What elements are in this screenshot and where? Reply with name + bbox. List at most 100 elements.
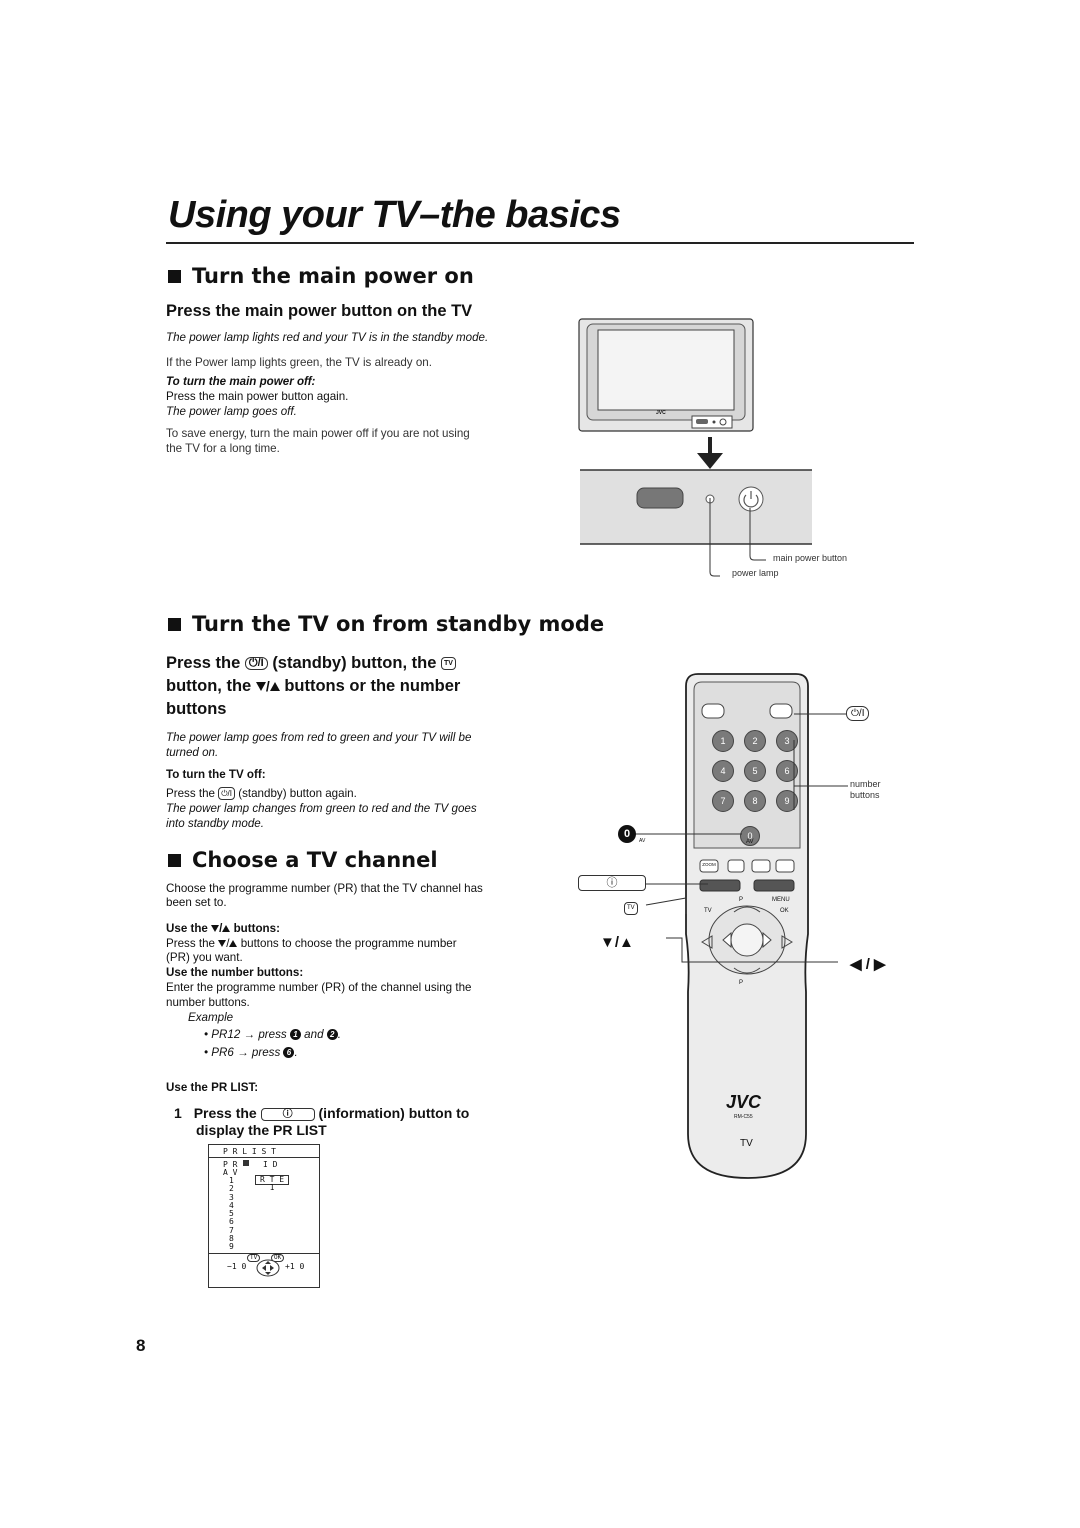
tv-logo: JVC <box>656 410 666 416</box>
pr-list-title: P R L I S T <box>223 1147 276 1156</box>
number-button-7[interactable]: 7 <box>712 790 734 812</box>
text: . <box>337 1028 341 1041</box>
number-button-2[interactable]: 2 <box>744 730 766 752</box>
number-badge: 2 <box>326 1029 338 1041</box>
label-main-power-button: main power button <box>773 553 848 563</box>
callout-p-up-down: ▼/▲ <box>600 934 634 951</box>
section-heading-standby: Turn the TV on from standby mode <box>168 612 604 636</box>
text: → press <box>237 1046 281 1059</box>
divider <box>209 1253 319 1254</box>
callout-number: number <box>850 779 881 789</box>
text: PR12 <box>211 1028 241 1041</box>
callout-buttons: buttons <box>850 790 880 800</box>
up-arrow-icon <box>222 925 231 933</box>
step-1: 1 Press the ⓘ (information) button to <box>174 1103 469 1123</box>
pr-row: 2 <box>229 1184 234 1194</box>
energy-line-2: the TV for a long time. <box>166 442 280 455</box>
number-button-1[interactable]: 1 <box>712 730 734 752</box>
number-button-5[interactable]: 5 <box>744 760 766 782</box>
id-header: I D <box>263 1160 278 1169</box>
note-standby-1: The power lamp goes from red to green an… <box>166 731 472 744</box>
down-arrow-icon <box>255 682 266 692</box>
use-number-line-2: number buttons. <box>166 996 250 1009</box>
tv-off-title: To turn the TV off: <box>166 768 266 781</box>
bullet-square-icon <box>168 853 181 867</box>
pr-row: 9 <box>229 1242 234 1252</box>
text: buttons <box>166 700 227 718</box>
title-divider <box>166 242 914 244</box>
callout-volume: ◀ / ▶ <box>850 956 886 973</box>
plus-ten: +1 0 <box>285 1262 305 1271</box>
text: . <box>294 1046 298 1059</box>
button-zero[interactable]: 0 <box>740 826 760 846</box>
down-arrow-icon <box>211 925 220 933</box>
zoom-button[interactable]: ZOOM <box>702 862 716 867</box>
number-button-4[interactable]: 4 <box>712 760 734 782</box>
callout-zero: 0 <box>618 825 636 843</box>
menu-button[interactable]: MENU <box>772 897 790 903</box>
text: → press <box>243 1028 287 1041</box>
use-pr-text: Press the / buttons to choose the progra… <box>166 937 457 950</box>
divider <box>209 1157 319 1158</box>
bullet-square-icon <box>168 617 181 631</box>
subheading-standby: Press the ⏻/I (standby) button, the TV b… <box>166 654 461 718</box>
step-1-line-2: display the PR LIST <box>196 1122 327 1138</box>
number-badge: 6 <box>283 1047 295 1059</box>
remote-brand-logo: JVC <box>726 1092 762 1112</box>
standby-key-icon: ⏻/I <box>244 657 268 671</box>
page-title: Using your TV–the basics <box>168 194 621 236</box>
use-pr-text-2: (PR) you want. <box>166 951 243 964</box>
bullet-square-icon <box>168 269 181 283</box>
callout-standby: ⏻/I <box>846 706 870 721</box>
note-standby: The power lamp lights red and your TV is… <box>166 331 489 344</box>
pr-row: 8 <box>229 1234 234 1244</box>
down-arrow-icon <box>218 940 227 948</box>
off-title: To turn the main power off: <box>166 375 316 388</box>
section-heading-text: Turn the TV on from standby mode <box>192 612 605 636</box>
tv-button[interactable]: TV <box>704 908 712 914</box>
text: button, the <box>166 677 252 695</box>
tv-illustration: JVC <box>578 318 754 434</box>
label-p-up: P <box>739 897 744 903</box>
pr-row: 5 <box>229 1209 234 1219</box>
text: buttons: <box>233 922 280 935</box>
standby-key-icon: ⏻/I <box>218 787 235 801</box>
off-note: The power lamp goes off. <box>166 405 297 418</box>
up-arrow-icon <box>269 682 280 692</box>
use-number-line-1: Enter the programme number (PR) of the c… <box>166 981 472 994</box>
lock-icon <box>243 1160 249 1166</box>
id-field: R T E 1 <box>255 1175 289 1192</box>
number-button-6[interactable]: 6 <box>776 760 798 782</box>
off-text: Press the main power button again. <box>166 390 349 403</box>
text: and <box>304 1028 324 1041</box>
callout-av: AV <box>639 838 646 844</box>
tv-off-note-1: The power lamp changes from green to red… <box>166 802 477 815</box>
tv-off-note-2: into standby mode. <box>166 817 264 830</box>
text: Press the <box>166 654 241 672</box>
up-arrow-icon <box>229 940 238 948</box>
use-list-title: Use the PR LIST: <box>166 1081 259 1094</box>
text: Press the <box>166 787 215 800</box>
label-av: AV <box>746 839 754 845</box>
page-number: 8 <box>136 1336 146 1355</box>
ok-button[interactable]: OK <box>780 908 789 914</box>
section-heading-main-power: Turn the main power on <box>168 264 474 288</box>
example-1: • PR12 → press 1 and 2. <box>204 1028 341 1041</box>
pr-row: 1 <box>229 1176 234 1185</box>
pr-row: 6 <box>229 1217 234 1227</box>
note-standby-2: turned on. <box>166 746 219 759</box>
callout-lines-remote <box>578 700 878 985</box>
callout-lines-panel <box>700 498 780 583</box>
number-button-9[interactable]: 9 <box>776 790 798 812</box>
number-button-8[interactable]: 8 <box>744 790 766 812</box>
number-badge: 1 <box>289 1029 301 1041</box>
section-heading-channel: Choose a TV channel <box>168 848 438 872</box>
callout-info: ⓘ <box>578 875 646 891</box>
text: PR6 <box>211 1046 234 1059</box>
number-button-3[interactable]: 3 <box>776 730 798 752</box>
example-label: Example <box>188 1011 234 1024</box>
pr-row: 7 <box>229 1225 234 1235</box>
text: Press the <box>166 937 215 950</box>
